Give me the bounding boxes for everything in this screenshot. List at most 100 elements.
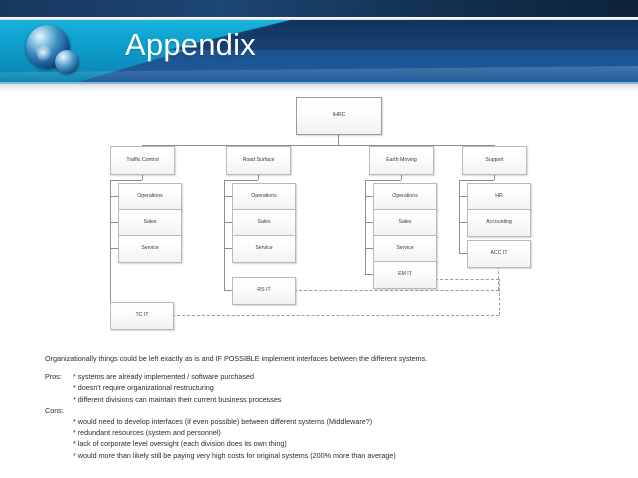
header-separator	[0, 17, 638, 20]
org-node-support: Support	[462, 146, 527, 175]
org-node-label: Support	[485, 156, 504, 163]
org-node-traffic: Traffic Control	[110, 146, 175, 175]
org-node-rs-sales: Sales	[232, 209, 296, 237]
org-node-label: Operations	[392, 193, 418, 200]
dashed-connector	[499, 279, 500, 315]
connector-line	[141, 173, 143, 180]
connector-line	[224, 248, 232, 249]
org-node-road: Road Surface	[226, 146, 291, 175]
connector-line	[110, 196, 118, 197]
header-top-strip-gradient	[0, 0, 638, 17]
header-band	[0, 20, 638, 82]
connector-line	[365, 196, 373, 197]
org-node-rs-it: RS IT	[232, 277, 296, 305]
org-node-label: ACC IT	[490, 250, 508, 257]
org-node-tc-svc: Service	[118, 235, 182, 263]
cons-bullet: * redundant resources (system and person…	[71, 428, 221, 438]
connector-line	[224, 222, 232, 223]
sphere-logo-icon	[22, 22, 84, 82]
org-node-label: IHRC	[332, 112, 346, 119]
connector-line	[493, 145, 495, 146]
org-node-label: Operations	[137, 193, 163, 200]
org-node-label: Earth Moving	[386, 156, 417, 163]
connector-line	[141, 145, 494, 146]
org-node-tc-ops: Operations	[118, 183, 182, 211]
org-node-label: Accounting	[486, 219, 512, 226]
cons-bullet: * would more than likely still be paying…	[71, 450, 396, 460]
pros-bullet: * different divisions can maintain their…	[71, 394, 282, 404]
header-top-strip	[0, 0, 638, 17]
org-node-rs-svc: Service	[232, 235, 296, 263]
org-node-label: Service	[396, 245, 414, 252]
org-node-label: Sales	[143, 219, 157, 226]
org-node-em-it: EM IT	[373, 261, 437, 289]
connector-line	[224, 180, 225, 290]
org-node-em-ops: Operations	[373, 183, 437, 211]
org-node-tc-it: TC IT	[110, 302, 174, 330]
org-node-em-svc: Service	[373, 235, 437, 263]
dashed-connector	[172, 315, 499, 316]
logo-small-sphere-icon	[55, 50, 79, 74]
connector-line	[365, 274, 373, 275]
connector-line	[110, 248, 118, 249]
header-drop-shadow	[0, 84, 638, 92]
connector-line	[257, 173, 259, 180]
org-node-tc-sales: Sales	[118, 209, 182, 237]
org-node-label: Road Surface	[242, 156, 275, 163]
connector-line	[365, 222, 373, 223]
connector-line	[224, 180, 258, 181]
dashed-connector	[498, 290, 499, 291]
org-node-label: Traffic Control	[126, 156, 159, 163]
cons-label: Cons:	[45, 405, 64, 415]
connector-line	[257, 145, 259, 146]
org-node-label: Operations	[251, 193, 277, 200]
connector-line	[400, 173, 402, 180]
connector-line	[365, 180, 366, 274]
connector-line	[493, 173, 495, 180]
pros-first-line: Pros: * systems are already implemented …	[45, 371, 605, 382]
org-node-label: Service	[255, 245, 273, 252]
org-node-label: Sales	[398, 219, 412, 226]
connector-line	[338, 133, 339, 145]
pros-bullet: * systems are already implemented / soft…	[71, 372, 254, 382]
pros-bullet: * doesn't require organizational restruc…	[71, 383, 214, 393]
dashed-connector	[498, 266, 499, 290]
org-node-sp-hr: HR	[467, 183, 531, 211]
connector-line	[459, 222, 467, 223]
connector-line	[459, 180, 494, 181]
connector-line	[110, 222, 118, 223]
org-node-sp-acct: Accounting	[467, 209, 531, 237]
org-node-label: Sales	[257, 219, 271, 226]
org-node-sp-accit: ACC IT	[467, 240, 531, 268]
org-node-ihrc: IHRC	[296, 97, 382, 135]
connector-line	[365, 248, 373, 249]
header-bottom-line	[0, 82, 638, 84]
connector-line	[459, 253, 467, 254]
connector-line	[459, 196, 467, 197]
org-node-rs-ops: Operations	[232, 183, 296, 211]
page-title: Appendix	[125, 27, 256, 62]
connector-line	[141, 145, 143, 146]
dashed-connector	[435, 279, 499, 280]
org-node-label: Service	[141, 245, 159, 252]
text-spacer	[45, 364, 605, 371]
connector-line	[400, 145, 402, 146]
connector-line	[110, 180, 111, 315]
cons-bullet: * lack of corporate level oversight (eac…	[71, 439, 287, 449]
org-chart: IHRC Traffic Control Road Surface Earth Mov…	[0, 92, 638, 342]
org-node-label: RS IT	[257, 287, 271, 294]
org-node-earth: Earth Moving	[369, 146, 434, 175]
org-node-label: EM IT	[398, 271, 412, 278]
org-node-label: HR	[495, 193, 503, 200]
org-node-em-sales: Sales	[373, 209, 437, 237]
connector-line	[224, 290, 232, 291]
analysis-text-block: Organizationally things could be left ex…	[45, 353, 605, 461]
cons-bullet: * would need to develop interfaces (if e…	[71, 417, 373, 427]
intro-line: Organizationally things could be left ex…	[45, 354, 428, 363]
pros-label: Pros:	[45, 372, 62, 382]
org-node-label: TC IT	[135, 312, 149, 319]
connector-line	[110, 180, 142, 181]
connector-line	[224, 196, 232, 197]
connector-line	[365, 180, 401, 181]
